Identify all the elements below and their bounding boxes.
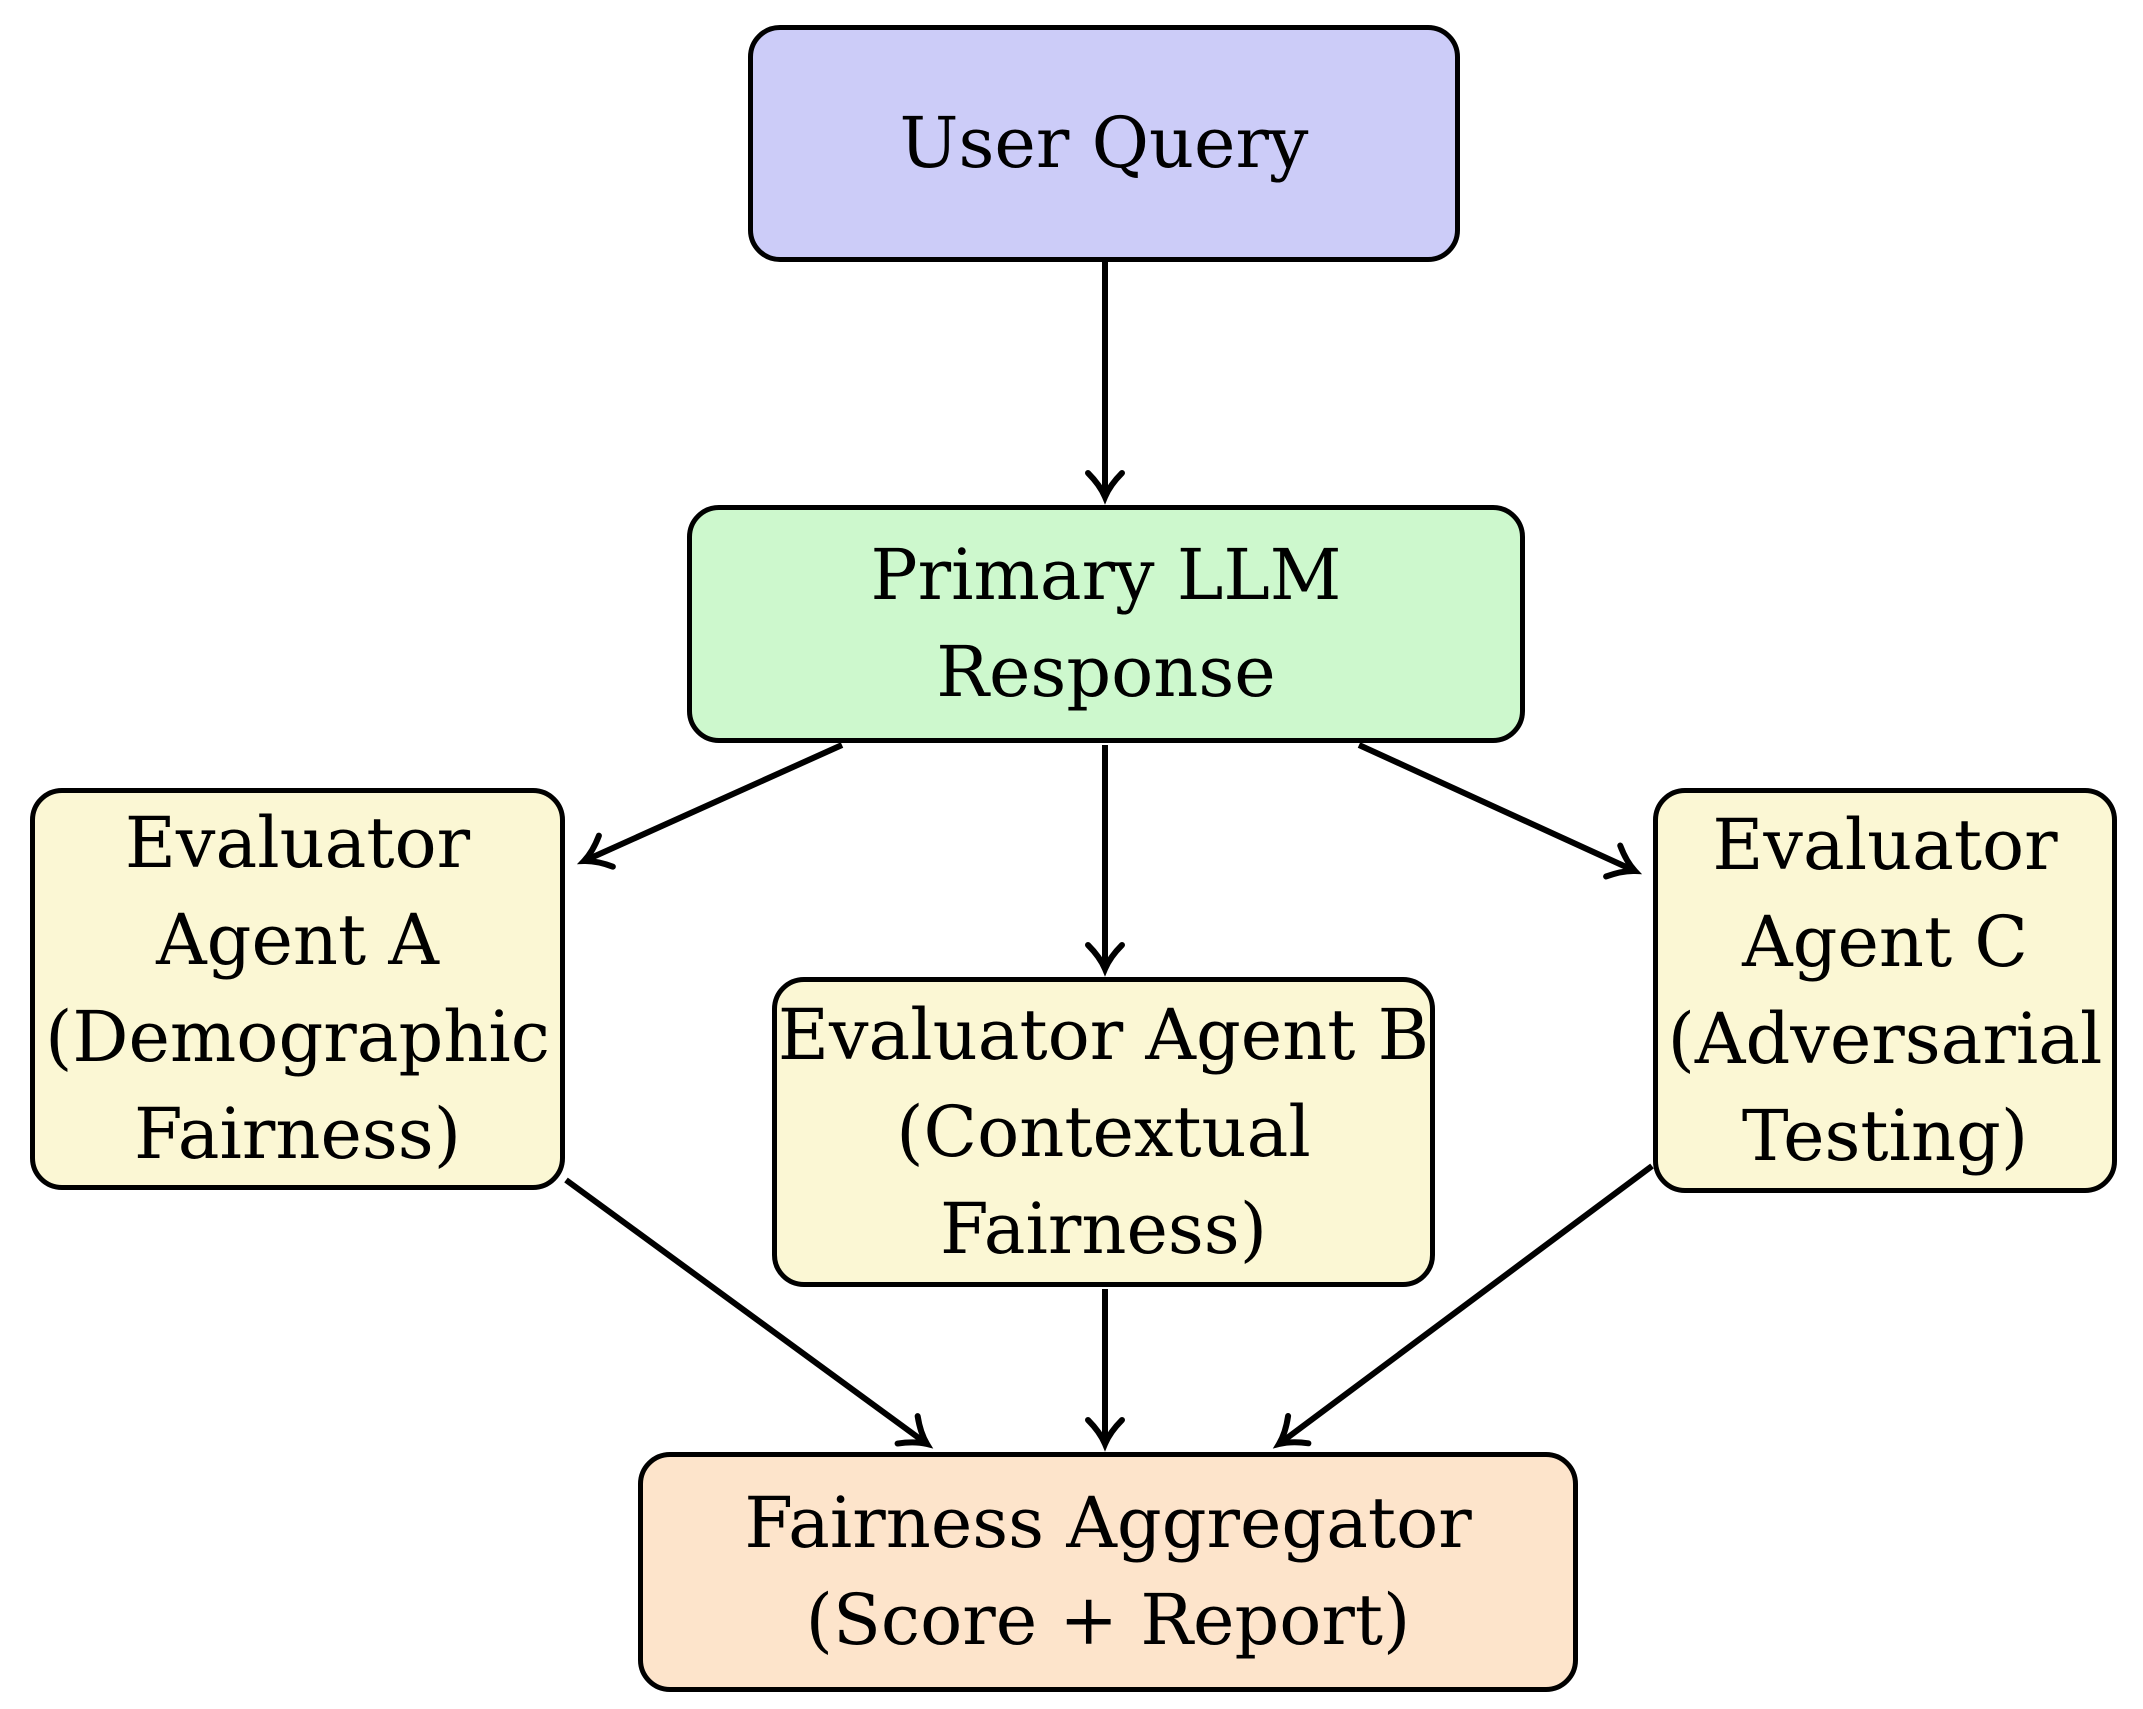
node-user-query-label: User Query [899, 102, 1309, 184]
node-fairness-aggregator: Fairness Aggregator (Score + Report) [638, 1452, 1578, 1692]
node-evaluator-agent-a: Evaluator Agent A (Demographic Fairness) [30, 788, 565, 1190]
arrow-primary-to-agent-c [1357, 742, 1643, 880]
arrow-primary-to-agent-a [576, 742, 844, 870]
node-primary-llm-response-label: Primary LLM Response [870, 534, 1342, 713]
node-primary-llm-response: Primary LLM Response [687, 505, 1525, 743]
node-evaluator-agent-c-label: Evaluator Agent C (Adversarial Testing) [1667, 803, 2103, 1177]
node-evaluator-agent-b-label: Evaluator Agent B (Contextual Fairness) [777, 993, 1430, 1270]
node-user-query: User Query [748, 25, 1460, 262]
node-fairness-aggregator-label: Fairness Aggregator (Score + Report) [744, 1482, 1472, 1661]
node-evaluator-agent-b: Evaluator Agent B (Contextual Fairness) [772, 977, 1435, 1287]
node-evaluator-agent-a-label: Evaluator Agent A (Demographic Fairness) [45, 802, 550, 1175]
node-evaluator-agent-c: Evaluator Agent C (Adversarial Testing) [1653, 788, 2117, 1193]
